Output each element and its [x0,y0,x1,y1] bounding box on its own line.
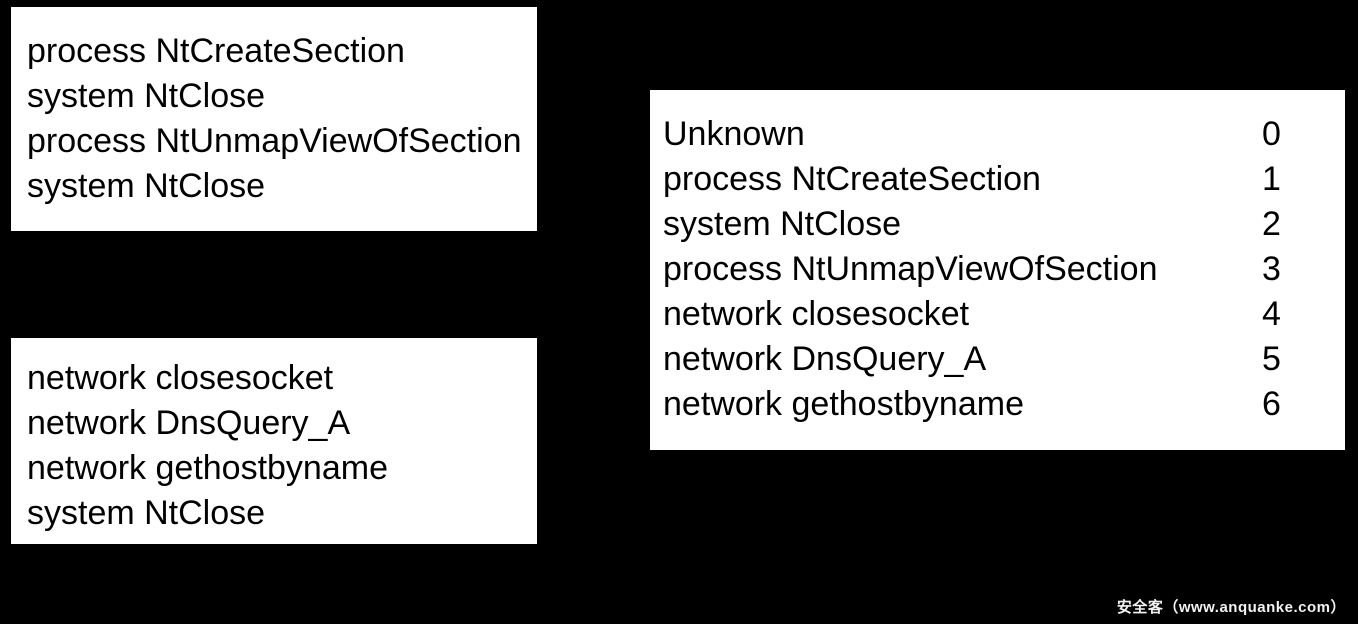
mapping-label: Unknown [663,115,805,153]
mapping-index: 5 [1262,340,1281,378]
mapping-label: system NtClose [663,205,902,243]
mapping-label: network DnsQuery_A [663,340,987,378]
api-call-index-mapping-box: Unknown 0 process NtCreateSection 1 syst… [650,90,1345,450]
sequence-line: system NtClose [27,494,266,532]
mapping-label: network gethostbyname [663,385,1024,423]
source-watermark: 安全客（www.anquanke.com） [1116,599,1346,616]
sequence-line: system NtClose [27,167,266,205]
mapping-index: 2 [1262,205,1281,243]
sequence-line: system NtClose [27,77,266,115]
mapping-row: process NtCreateSection 1 [650,157,1345,202]
mapping-row: network closesocket 4 [650,292,1345,337]
mapping-row: network DnsQuery_A 5 [650,337,1345,382]
mapping-row: system NtClose 2 [650,202,1345,247]
mapping-label: network closesocket [663,295,970,333]
sequence-line: process NtUnmapViewOfSection [27,122,522,160]
mapping-index: 3 [1262,250,1281,288]
mapping-index: 1 [1262,160,1281,198]
mapping-row: network gethostbyname 6 [650,382,1345,427]
sequence-line: network gethostbyname [27,449,388,487]
sequence-line: network closesocket [27,359,334,397]
sequence-line-list-1: process NtCreateSection system NtClose p… [27,29,537,209]
mapping-label: process NtCreateSection [663,160,1041,198]
api-call-sequence-box-2: network closesocket network DnsQuery_A n… [11,338,537,544]
sequence-line: network DnsQuery_A [27,404,351,442]
mapping-index: 0 [1262,115,1281,153]
sequence-line: process NtCreateSection [27,32,405,70]
mapping-row: Unknown 0 [650,112,1345,157]
api-call-sequence-box-1: process NtCreateSection system NtClose p… [11,7,537,231]
mapping-label: process NtUnmapViewOfSection [663,250,1158,288]
mapping-index: 4 [1262,295,1281,333]
mapping-row: process NtUnmapViewOfSection 3 [650,247,1345,292]
sequence-line-list-2: network closesocket network DnsQuery_A n… [27,356,537,536]
mapping-index: 6 [1262,385,1281,423]
